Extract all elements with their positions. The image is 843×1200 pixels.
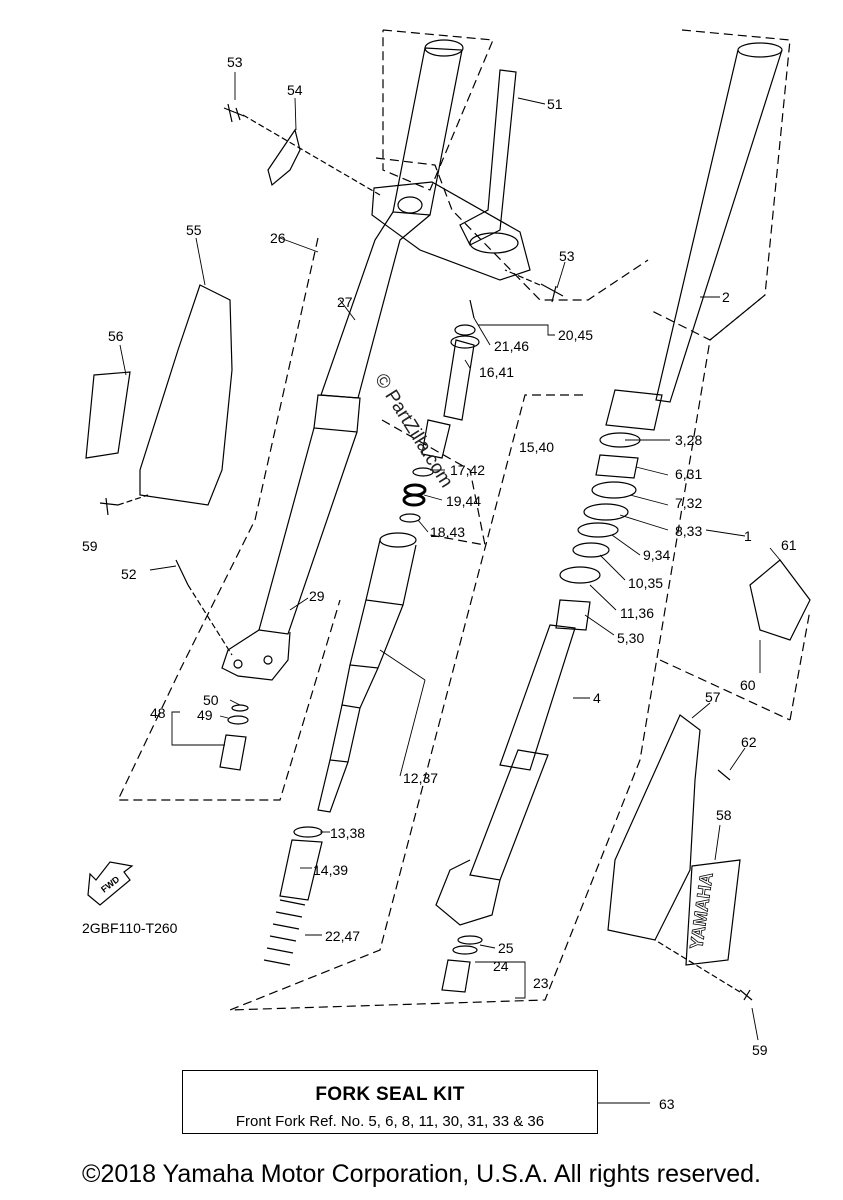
bolts <box>223 103 564 303</box>
seal-stack <box>555 432 641 631</box>
callout-label: 60 <box>740 677 756 693</box>
callout-label: 25 <box>498 940 514 956</box>
bolt-52 <box>175 559 189 586</box>
callout-label: 18,43 <box>430 524 466 540</box>
callout-label: 59 <box>752 1042 768 1058</box>
callout-label: 61 <box>781 537 797 553</box>
fwd-arrow-icon <box>87 861 134 906</box>
leader-lines <box>119 72 781 1104</box>
bolt-21-46 <box>469 299 475 319</box>
callout-label: 16,41 <box>479 364 515 380</box>
callout-label: 51 <box>547 96 563 112</box>
callout-label: 19,44 <box>446 493 482 509</box>
yamaha-decal-58 <box>685 859 741 966</box>
callout-label: 48 <box>150 705 166 721</box>
callout-label: 11,36 <box>620 605 654 621</box>
kit-subtitle: Front Fork Ref. No. 5, 6, 8, 11, 30, 31,… <box>235 1113 545 1130</box>
callout-label: 63 <box>659 1096 675 1112</box>
bottom-bolt <box>441 935 483 993</box>
kit-title: FORK SEAL KIT <box>315 1084 465 1105</box>
callout-label: 7,32 <box>675 495 703 511</box>
callout-label: 22,47 <box>325 928 361 944</box>
guide-60-61 <box>749 559 811 641</box>
callout-label: 53 <box>227 54 243 70</box>
fork-seal-kit-box: FORK SEAL KIT Front Fork Ref. No. 5, 6, … <box>182 1070 598 1134</box>
callout-label: 15,40 <box>519 439 555 455</box>
damper-cartridge <box>317 532 417 813</box>
right-fork-guard <box>607 714 701 941</box>
fork-spring <box>263 839 323 966</box>
callout-label: 54 <box>287 82 303 98</box>
bolt-62 <box>717 769 731 781</box>
oring-21-46 <box>454 324 476 336</box>
callout-label: 53 <box>559 248 575 264</box>
part-code: 2GBF110-T260 <box>82 920 178 936</box>
callout-label: 5,30 <box>617 630 645 646</box>
decal-56 <box>85 371 131 459</box>
callout-label: 12,37 <box>403 770 439 786</box>
callout-label: 26 <box>270 230 286 246</box>
callout-label: 4 <box>593 690 601 706</box>
callout-label: 2 <box>722 289 730 305</box>
bolt-59-right <box>739 989 753 1001</box>
callout-label: 23 <box>533 975 549 991</box>
callout-label: 62 <box>741 734 757 750</box>
callout-label: 14,39 <box>313 862 349 878</box>
callout-label: 17,42 <box>450 462 486 478</box>
callout-label: 13,38 <box>330 825 366 841</box>
callout-label: 8,33 <box>675 523 703 539</box>
dashed-boundaries <box>117 29 791 1011</box>
left-outer-tube <box>221 39 464 681</box>
callout-label: 20,45 <box>558 327 594 343</box>
piston-assembly <box>399 335 480 523</box>
steering-stem <box>459 69 517 246</box>
left-bottom-bolt <box>219 704 249 771</box>
copyright-notice: ©2018 Yamaha Motor Corporation, U.S.A. A… <box>82 1160 761 1188</box>
callout-label: 52 <box>121 566 137 582</box>
hose-guide <box>267 128 301 187</box>
left-fork-guard <box>139 284 233 506</box>
callout-label: 24 <box>493 958 509 974</box>
callout-label: 6,31 <box>675 466 703 482</box>
callout-label: 9,34 <box>643 547 671 563</box>
oring-13-38 <box>293 826 323 838</box>
right-outer-tube <box>605 42 783 431</box>
callout-label: 29 <box>309 588 325 604</box>
callout-label: 56 <box>108 328 124 344</box>
callout-label: 10,35 <box>628 575 664 591</box>
callout-label: 50 <box>203 692 219 708</box>
callout-label: 21,46 <box>494 338 530 354</box>
right-inner-tube <box>435 624 576 926</box>
callout-label: 3,28 <box>675 432 703 448</box>
callout-label: 1 <box>744 528 752 544</box>
callout-label: 49 <box>197 707 213 723</box>
bolt-59-left <box>99 497 119 516</box>
callout-label: 27 <box>337 294 353 310</box>
callout-label: 57 <box>705 689 721 705</box>
callout-label: 58 <box>716 807 732 823</box>
callout-label: 55 <box>186 222 202 238</box>
callout-label: 59 <box>82 538 98 554</box>
